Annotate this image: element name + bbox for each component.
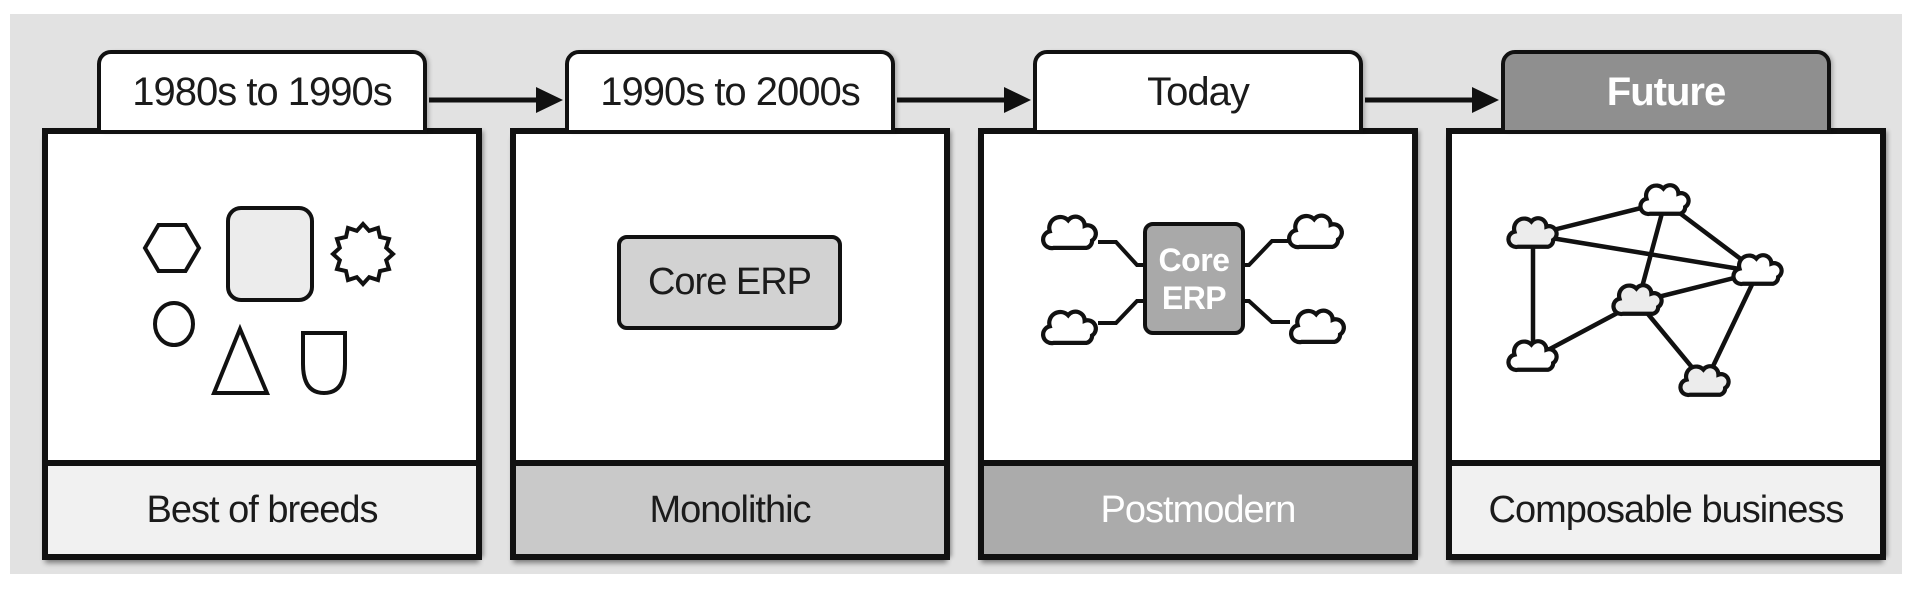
stage-monolithic: 1990s to 2000s Core ERP Monolithic bbox=[510, 50, 950, 562]
cloud-icon bbox=[1508, 218, 1556, 247]
stage-card: Core ERP Monolithic bbox=[510, 128, 950, 560]
core-erp-label-line1: Core bbox=[1158, 241, 1230, 278]
core-erp-box: Core ERP bbox=[1143, 222, 1245, 335]
tab-label: 1980s to 1990s bbox=[132, 69, 393, 114]
stage-postmodern: Today Core ERP bbox=[978, 50, 1418, 562]
connector-line bbox=[1241, 239, 1290, 267]
stage-card: Core ERP Postmodern bbox=[978, 128, 1418, 560]
tab-label: Future bbox=[1606, 69, 1726, 114]
cloud-icon bbox=[1043, 312, 1096, 343]
connector-line bbox=[1098, 240, 1145, 267]
cloud-icon bbox=[1508, 341, 1556, 370]
core-erp-box: Core ERP bbox=[617, 235, 842, 330]
stage-card: Composable business bbox=[1446, 128, 1886, 560]
core-erp-box-illustration: Core ERP bbox=[516, 134, 944, 460]
triangle-icon bbox=[211, 323, 271, 395]
stage-card: Best of breeds bbox=[42, 128, 482, 560]
stage-best-of-breeds: 1980s to 1990s Best of breeds bbox=[42, 50, 482, 562]
rounded-square-icon bbox=[226, 206, 314, 302]
footer-label: Monolithic bbox=[649, 488, 811, 531]
footer-label: Best of breeds bbox=[146, 488, 378, 531]
stage-tab-1990s-2000s: 1990s to 2000s bbox=[565, 50, 895, 134]
cloud-icon bbox=[1291, 311, 1344, 342]
footer-label: Postmodern bbox=[1100, 488, 1297, 531]
stage-tab-future: Future bbox=[1501, 50, 1831, 134]
cloud-icon bbox=[1680, 366, 1728, 395]
tab-label: 1990s to 2000s bbox=[600, 69, 861, 114]
tab-label: Today bbox=[1147, 69, 1250, 114]
cloud-icon bbox=[1733, 255, 1781, 284]
hexagon-icon bbox=[142, 223, 202, 273]
core-erp-clouds-illustration: Core ERP bbox=[984, 134, 1412, 460]
stage-tab-1980s-1990s: 1980s to 1990s bbox=[97, 50, 427, 134]
shield-icon bbox=[301, 331, 347, 396]
cloud-icon bbox=[1640, 185, 1688, 214]
core-erp-label: Core ERP bbox=[647, 261, 812, 303]
cloud-icon bbox=[1613, 285, 1661, 314]
cloud-network-illustration bbox=[1452, 134, 1880, 460]
starburst-icon bbox=[330, 221, 396, 287]
cloud-icon bbox=[1289, 216, 1342, 247]
footer-label: Composable business bbox=[1488, 488, 1845, 531]
stage-tab-today: Today bbox=[1033, 50, 1363, 134]
stage-footer: Best of breeds bbox=[48, 460, 476, 554]
ellipse-icon bbox=[153, 301, 195, 347]
stage-footer: Monolithic bbox=[516, 460, 944, 554]
connector-line bbox=[1241, 299, 1290, 324]
assorted-shapes-illustration bbox=[48, 134, 476, 460]
stage-footer: Postmodern bbox=[984, 460, 1412, 554]
stage-composable-business: Future bbox=[1446, 50, 1886, 562]
cloud-icon bbox=[1043, 217, 1096, 248]
stage-footer: Composable business bbox=[1452, 460, 1880, 554]
core-erp-label-line2: ERP bbox=[1161, 279, 1227, 316]
connector-line bbox=[1098, 299, 1145, 325]
